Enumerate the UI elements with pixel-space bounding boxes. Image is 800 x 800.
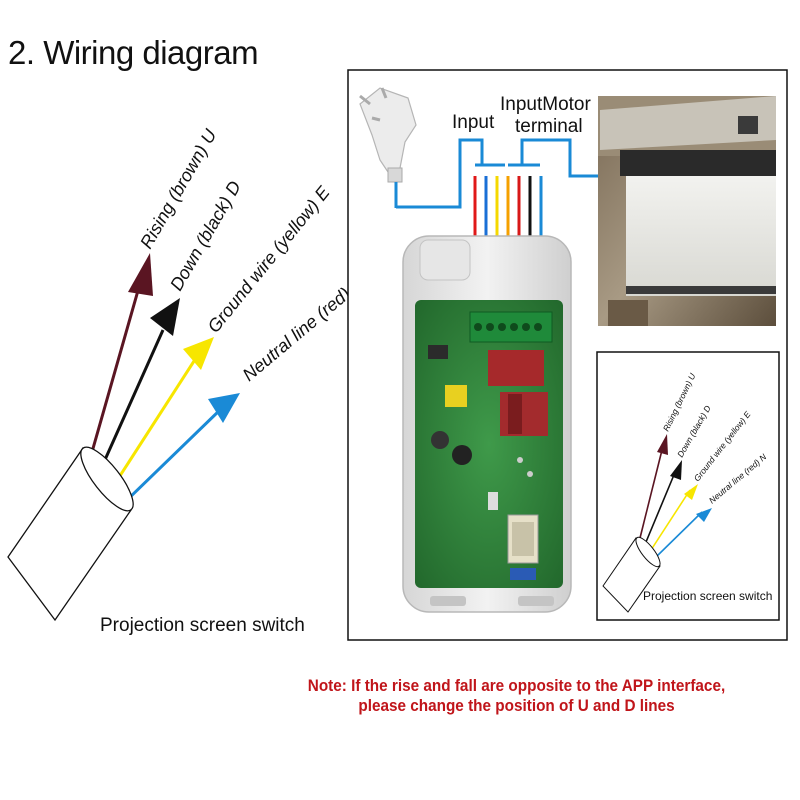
buzzer bbox=[452, 445, 472, 465]
relay-1 bbox=[488, 350, 544, 386]
terminal-label: terminal bbox=[515, 116, 583, 137]
input-motor-label: InputMotor bbox=[500, 94, 591, 115]
input-label: Input bbox=[452, 112, 495, 133]
cable-body bbox=[7, 446, 134, 622]
power-plug-icon bbox=[359, 87, 417, 208]
capacitor bbox=[445, 385, 467, 407]
wire-rising bbox=[90, 253, 153, 453]
wire-labels: Rising (brown) U Down (black) D Ground w… bbox=[136, 125, 369, 385]
inset-caption: Projection screen switch bbox=[643, 589, 772, 603]
wire-ground bbox=[114, 337, 214, 483]
inset-diagram: Rising (brown) U Down (black) D Ground w… bbox=[596, 351, 780, 621]
wire-neutral bbox=[123, 393, 240, 504]
diagram-title: 2. Wiring diagram bbox=[8, 34, 259, 71]
switch-caption: Projection screen switch bbox=[100, 615, 305, 636]
note-line-1: Note: If the rise and fall are opposite … bbox=[307, 676, 726, 695]
plug-cord bbox=[396, 138, 484, 209]
note-text: Note: If the rise and fall are opposite … bbox=[305, 676, 728, 716]
projector-screen-photo bbox=[598, 96, 776, 326]
cable-bundle bbox=[7, 253, 240, 622]
wire-down bbox=[102, 298, 180, 463]
note-line-2: please change the position of U and D li… bbox=[358, 696, 675, 715]
relay-2 bbox=[500, 392, 548, 436]
motor-cord bbox=[520, 138, 620, 178]
switch-module bbox=[402, 235, 572, 613]
